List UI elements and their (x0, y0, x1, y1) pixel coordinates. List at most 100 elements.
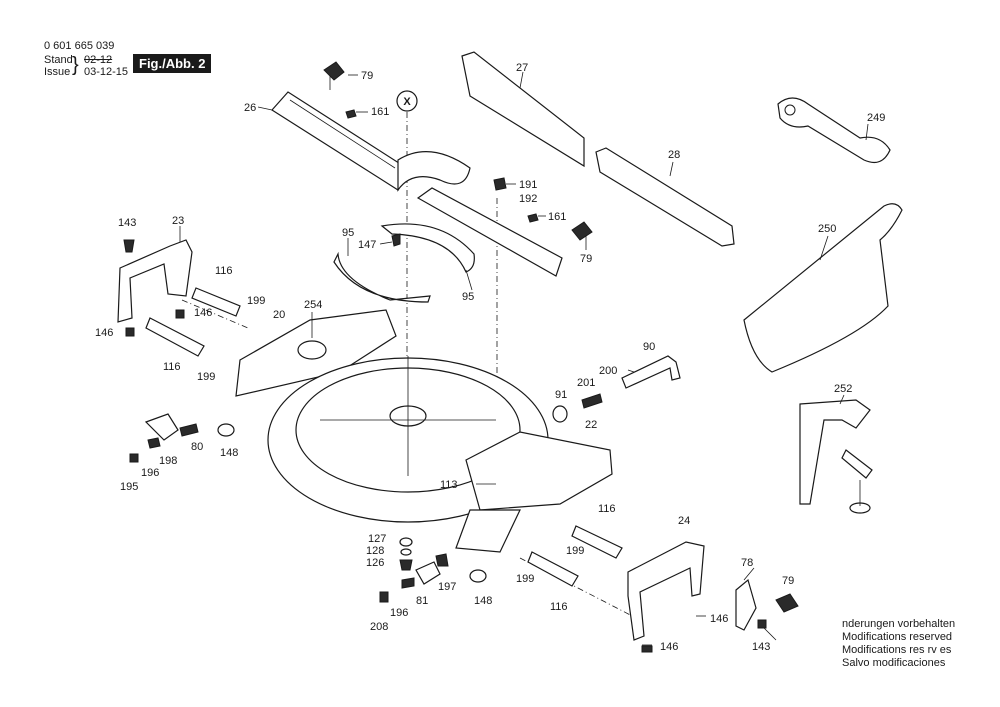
part-number: 28 (668, 149, 680, 161)
part-number: 208 (370, 621, 388, 633)
part-number: 24 (678, 515, 690, 527)
part-number: 146 (710, 613, 728, 625)
note-line: Modifications res rv es (842, 644, 952, 656)
ring-95-top (380, 223, 475, 273)
screw-143 (757, 619, 767, 629)
modifications-note: nderungen vorbehalten Modifications rese… (842, 618, 955, 670)
part-number: 146 (95, 327, 113, 339)
part-number: 199 (566, 545, 584, 557)
part-number: 199 (247, 295, 265, 307)
screw-143 (123, 239, 135, 253)
part-number: 79 (361, 70, 373, 82)
left-fence-26 (271, 91, 471, 192)
pin-200 (581, 393, 603, 409)
base-lock-bracket (455, 509, 521, 553)
part-number: 252 (834, 383, 852, 395)
part-number: 147 (358, 239, 376, 251)
screw-208 (379, 591, 389, 603)
part-number: 80 (191, 441, 203, 453)
part-number: 198 (159, 455, 177, 467)
part-number: 22 (585, 419, 597, 431)
x-marker-circle (396, 90, 418, 112)
washer-127 (399, 537, 413, 547)
part-number: 146 (194, 307, 212, 319)
part-number: 249 (867, 112, 885, 124)
screw-146 (641, 645, 653, 653)
part-number: 90 (643, 341, 655, 353)
lever-81 (415, 561, 441, 585)
screw-146 (125, 327, 135, 337)
part-number: 250 (818, 223, 836, 235)
part-number: 143 (752, 641, 770, 653)
part-number: 26 (244, 102, 256, 114)
part-number: 195 (120, 481, 138, 493)
part-number: 116 (598, 503, 616, 515)
knob-79 (323, 61, 345, 90)
part-number: 201 (577, 377, 595, 389)
part-number: 79 (580, 253, 592, 265)
brace-icon: } (72, 54, 79, 76)
fence-plate-28 (595, 147, 735, 247)
figure-label: Fig./Abb. 2 (133, 54, 212, 73)
part-number: 116 (550, 601, 568, 613)
part-number: 23 (172, 215, 184, 227)
part-number: 199 (197, 371, 215, 383)
old-date: 02-12 (84, 54, 113, 66)
part-number: 148 (220, 447, 238, 459)
wrench-249 (777, 97, 891, 163)
screw-146 (175, 309, 185, 319)
part-number: 20 (273, 309, 285, 321)
rod-116 (191, 287, 241, 317)
bracket-24 (627, 541, 705, 641)
part-number: 116 (163, 361, 181, 373)
ring-95-bottom (333, 251, 431, 303)
note-line: Modifications reserved (842, 631, 953, 643)
stand-label: Stand (44, 54, 73, 66)
part-number: 95 (342, 227, 354, 239)
part-number-labels: 79 26 161 27 249 191 192 161 28 143 23 9… (95, 62, 885, 653)
table-insert-254 (297, 340, 327, 360)
rod-116 (527, 551, 579, 587)
part-number: 78 (741, 557, 753, 569)
issue-label: Issue (44, 66, 71, 78)
clamp-252 (799, 399, 873, 514)
part-number: 128 (366, 545, 384, 557)
screw-196 (147, 437, 161, 449)
dust-bag-250 (743, 203, 903, 373)
part-number: 95 (462, 291, 474, 303)
bar-90 (621, 355, 681, 389)
part-number: 161 (371, 106, 389, 118)
part-number: 254 (304, 299, 322, 311)
part-number: 196 (141, 467, 159, 479)
lever-80 (144, 413, 179, 441)
part-number: 81 (416, 595, 428, 607)
x-marker-label: X (403, 96, 411, 108)
bracket-23 (117, 239, 193, 323)
axis-line (181, 299, 249, 329)
foot-148 (217, 423, 235, 437)
knob-91 (552, 405, 568, 423)
doc-number: 0 601 665 039 (44, 40, 115, 52)
note-line: nderungen vorbehalten (842, 618, 956, 630)
part-number: 197 (438, 581, 456, 593)
part-number: 192 (519, 193, 537, 205)
screw-195 (129, 453, 139, 463)
new-date: 03-12-15 (84, 66, 129, 78)
part-number: 148 (474, 595, 492, 607)
part-number: 196 (390, 607, 408, 619)
part-number: 27 (516, 62, 528, 74)
foot-148 (469, 569, 487, 583)
screw-161 (345, 109, 357, 119)
screw-198 (179, 423, 199, 437)
part-number: 79 (782, 575, 794, 587)
part-number: 199 (516, 573, 534, 585)
part-number: 127 (368, 533, 386, 545)
part-number: 191 (519, 179, 537, 191)
nut-126 (399, 559, 413, 571)
right-fence (416, 177, 593, 277)
rod-116 (145, 317, 205, 357)
part-number: 113 (440, 479, 458, 491)
rod-116 (571, 525, 623, 559)
